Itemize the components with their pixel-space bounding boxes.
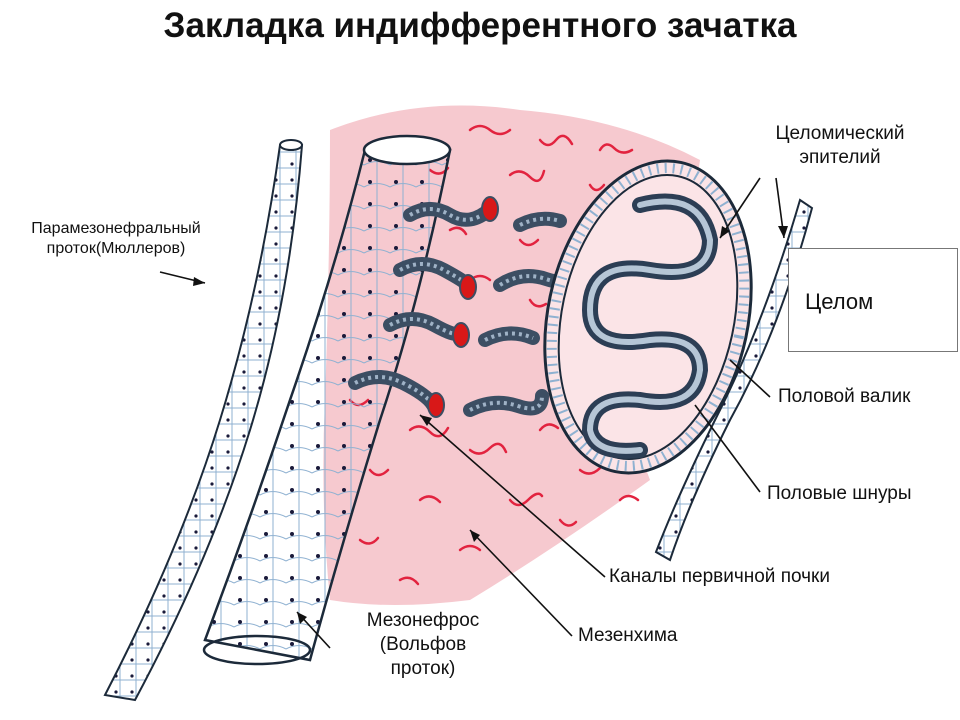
- label-line: Целомический: [775, 123, 905, 144]
- label-line: эпителий: [799, 146, 881, 168]
- label-line: (Вольфов: [379, 633, 467, 655]
- label-line: проток(Мюллеров): [46, 240, 186, 257]
- paramesonephric-duct: [103, 139, 304, 702]
- label-celom: Целом: [805, 289, 874, 314]
- label-sex-cords: Половые шнуры: [767, 483, 912, 504]
- pointer-arrowheads: [193, 226, 788, 624]
- genital-ridge: [543, 159, 753, 475]
- label-mesenchyme: Мезенхима: [578, 625, 678, 646]
- slide-title: Закладка индифферентного зачатка: [163, 6, 797, 45]
- sex-cords: [581, 193, 719, 459]
- mesonephric-duct: [202, 134, 452, 666]
- label-paramesonephric-duct: Парамезонефральный проток(Мюллеров): [4, 219, 228, 259]
- canal-lumens: [427, 196, 499, 418]
- label-genital-ridge: Половой валик: [778, 386, 911, 407]
- label-mesonephros: Мезонефрос (Вольфов проток): [338, 609, 508, 680]
- label-line: проток): [390, 657, 456, 679]
- label-coelomic-epithelium: Целомический эпителий: [745, 122, 935, 170]
- label-line: Парамезонефральный: [31, 220, 201, 237]
- mesenchyme-vessels: [348, 124, 640, 586]
- celom-box: [788, 248, 958, 352]
- coelomic-epithelium: [654, 198, 814, 562]
- primary-kidney-canals-left-inner: [354, 207, 492, 407]
- label-primary-kidney-canals: Каналы первичной почки: [609, 566, 830, 587]
- label-line: Мезонефрос: [366, 610, 480, 631]
